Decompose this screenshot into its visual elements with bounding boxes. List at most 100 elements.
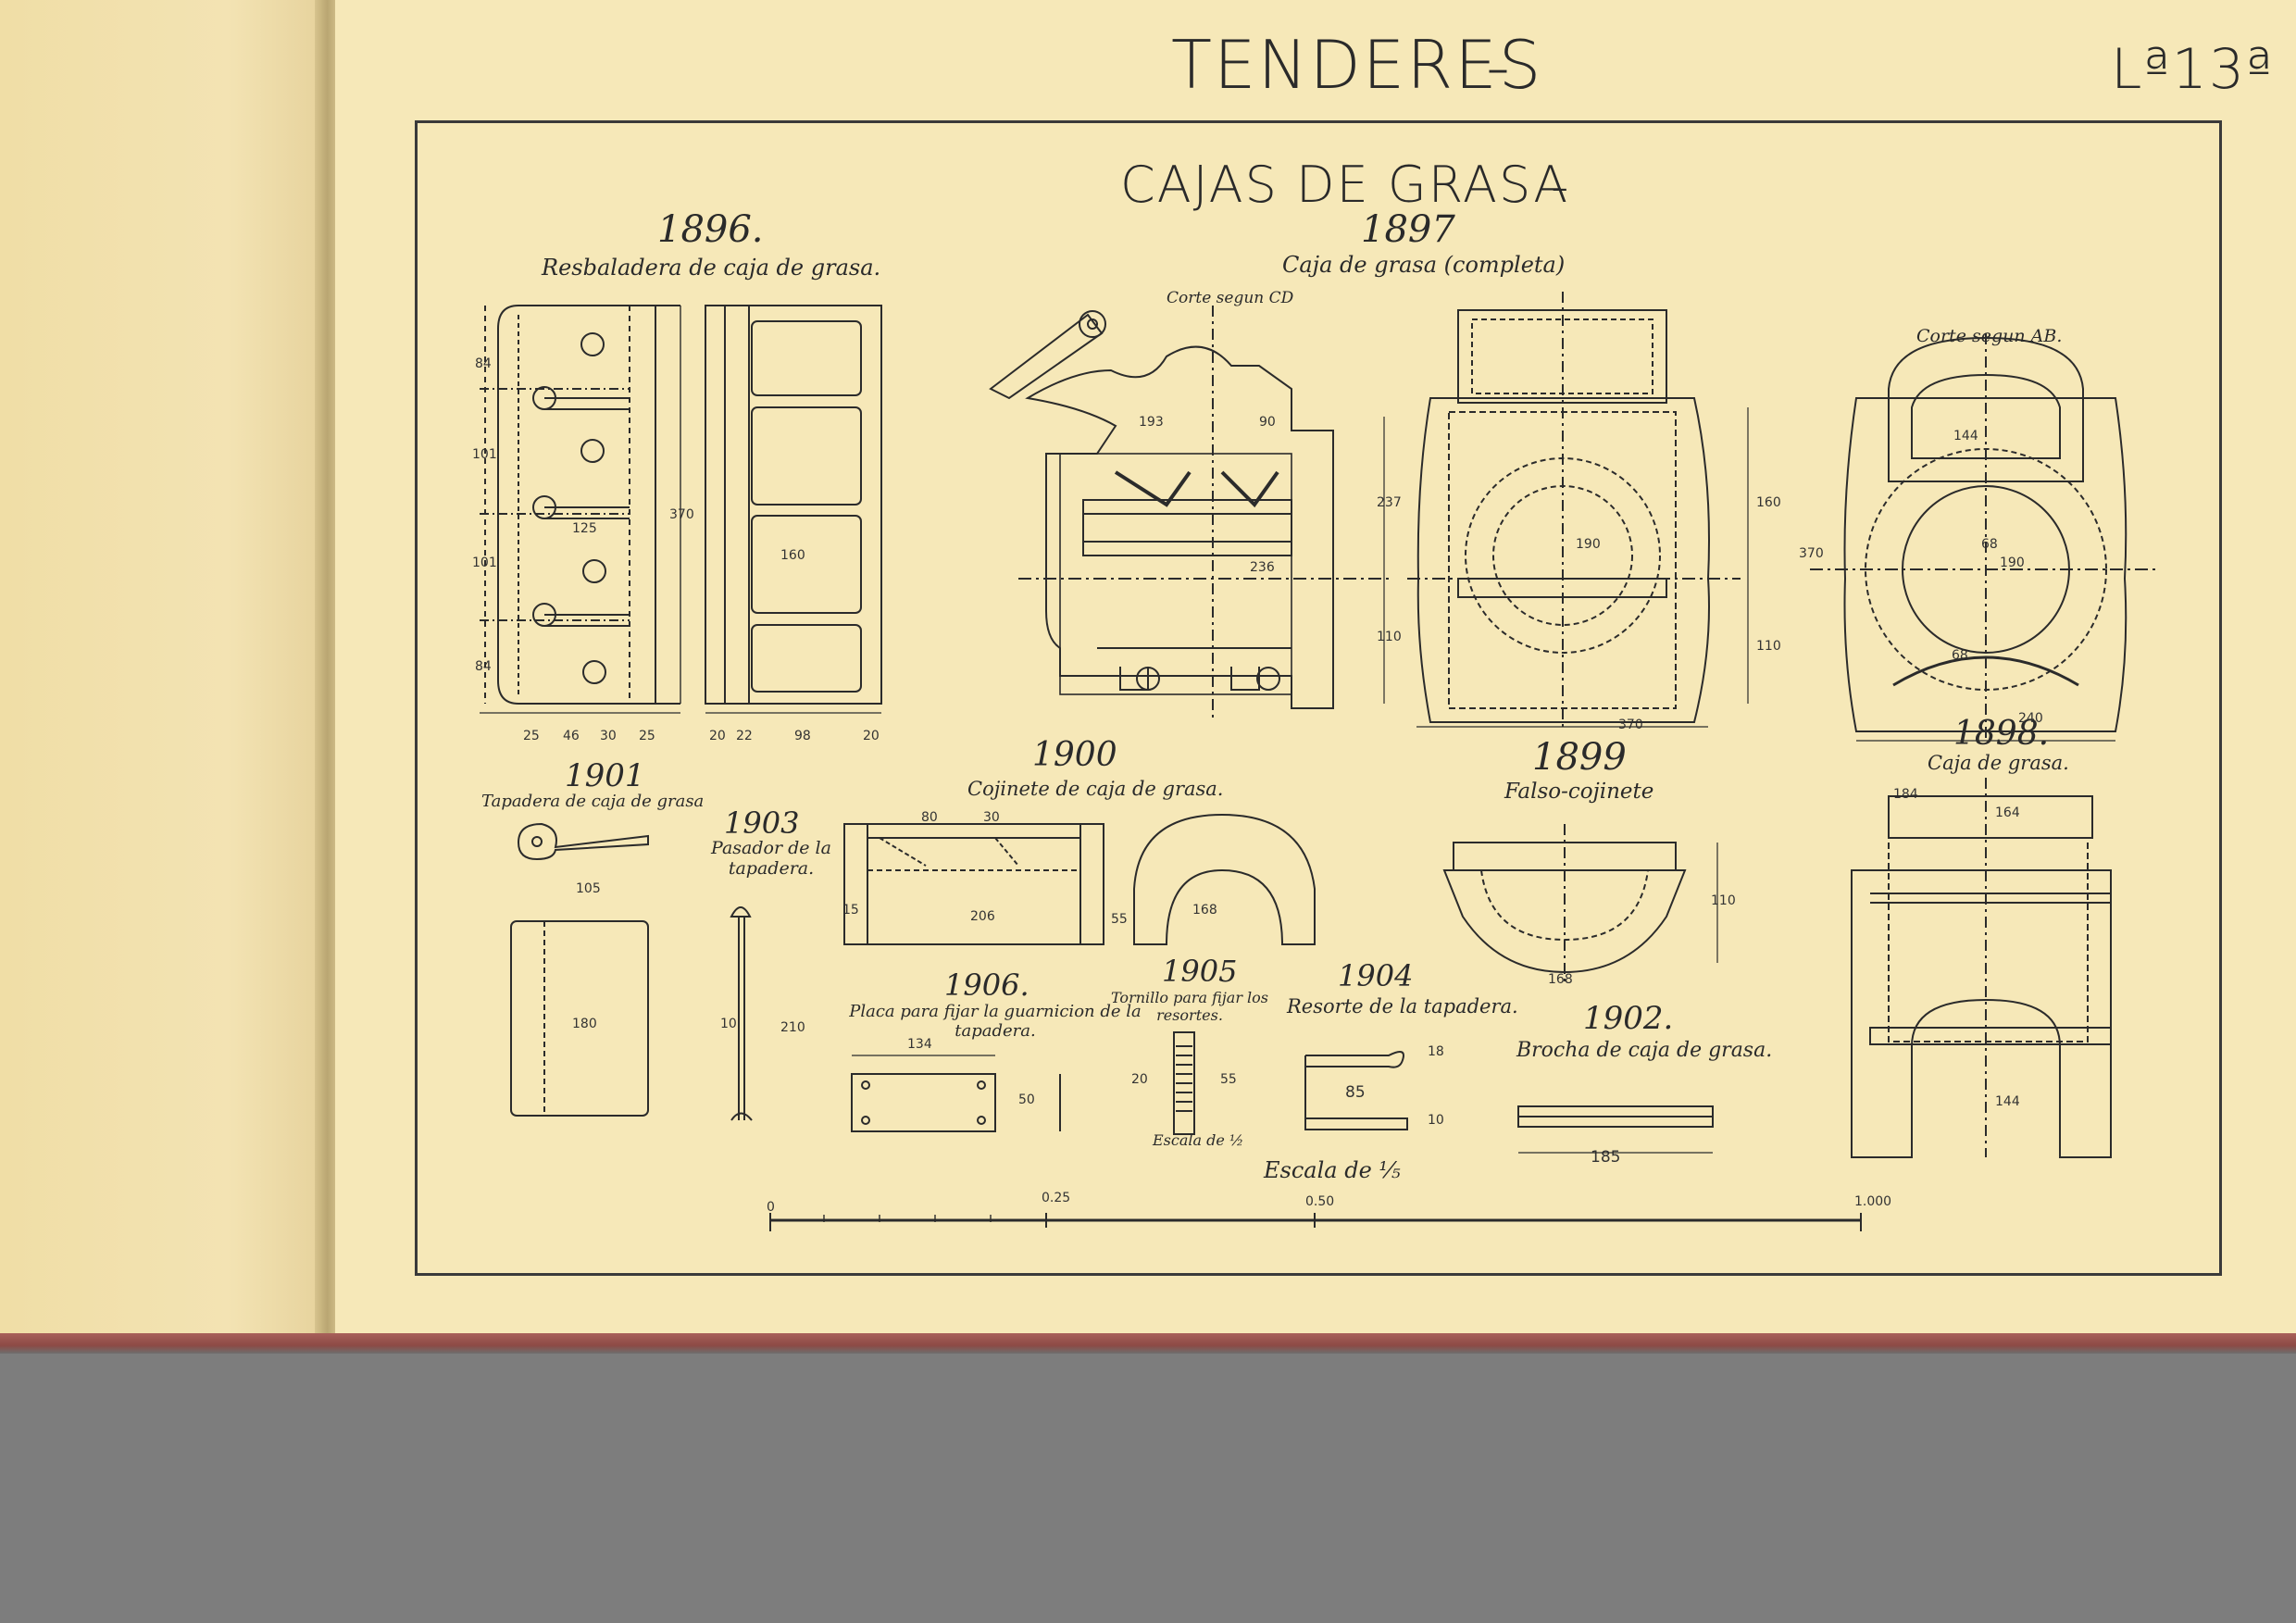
dim-80: 80 — [921, 810, 938, 825]
dim-125: 125 — [572, 521, 597, 536]
fig-1898-caption: Caja de grasa. — [1928, 752, 2069, 774]
fig-1900-bearing — [843, 813, 1316, 945]
dim-370-section: 370 — [1799, 546, 1824, 561]
fig-1902-number: 1902. — [1583, 1000, 1674, 1037]
dim-18: 18 — [1428, 1044, 1444, 1059]
fig-1904-number: 1904 — [1338, 958, 1414, 993]
scale-half-label: Escala de ½ — [1153, 1131, 1244, 1149]
fig-1902-brush — [1517, 1105, 1714, 1154]
dim-236: 236 — [1250, 560, 1275, 575]
dim-237: 237 — [1377, 495, 1402, 510]
dim-25-a: 25 — [523, 729, 540, 743]
dim-193: 193 — [1139, 415, 1164, 430]
fig-1898-number: 1898. — [1953, 715, 2050, 753]
dim-85: 85 — [1345, 1083, 1366, 1102]
fig-1904-caption: Resorte de la tapadera. — [1287, 995, 1518, 1017]
title-dash: - — [1486, 28, 1512, 106]
fig-1901-cover — [510, 822, 649, 1117]
dim-164: 164 — [1995, 805, 2020, 820]
scale-tick-050: 0.50 — [1305, 1194, 1335, 1209]
book-spread — [0, 0, 2296, 1354]
scale-tick-025: 0.25 — [1042, 1191, 1071, 1205]
fig-1897-caption: Caja de grasa (completa) — [1282, 252, 1566, 278]
dim-20-b: 20 — [863, 729, 880, 743]
dim-105: 105 — [576, 881, 601, 896]
dim-144-section: 144 — [1953, 429, 1978, 443]
dim-110-1897-right: 110 — [1756, 639, 1781, 654]
dim-20-a: 20 — [709, 729, 726, 743]
dim-168-1899: 168 — [1548, 972, 1573, 987]
dim-134: 134 — [907, 1037, 932, 1052]
dim-50: 50 — [1018, 1092, 1035, 1107]
dim-370-1896: 370 — [669, 507, 694, 522]
fig-1902-caption: Brocha de caja de grasa. — [1516, 1039, 1773, 1062]
dim-98: 98 — [794, 729, 811, 743]
fig-1898-grease-box — [1851, 778, 2112, 1158]
dim-84-top: 84 — [475, 356, 492, 371]
fig-1899-number: 1899 — [1532, 736, 1627, 779]
scale-tick-0: 0 — [767, 1200, 775, 1215]
dim-22: 22 — [736, 729, 753, 743]
fig-1896-number: 1896. — [657, 208, 764, 251]
fig-1906-plate — [851, 1055, 1061, 1132]
dim-46: 46 — [563, 729, 580, 743]
drawing-frame — [415, 120, 2222, 1276]
dim-10-spring: 10 — [1428, 1113, 1444, 1128]
fig-1900-caption: Cojinete de caja de grasa. — [967, 778, 1224, 800]
dim-55: 55 — [1111, 912, 1128, 927]
fig-1896-side-view — [480, 305, 882, 714]
scale-bar-caption: Escala de ⅕ — [1264, 1157, 1401, 1183]
fig-1900-number: 1900 — [1032, 736, 1117, 774]
sheet-title-dash: - — [1551, 157, 1571, 216]
dim-210: 210 — [780, 1020, 805, 1035]
dim-168-1900: 168 — [1192, 903, 1217, 918]
dim-160-1897: 160 — [1756, 495, 1781, 510]
fig-1901-caption: Tapadera de caja de grasa — [481, 792, 705, 811]
dim-240: 240 — [2018, 711, 2043, 726]
fig-1897-side-section — [989, 306, 1389, 722]
scale-tick-1000: 1.000 — [1854, 1194, 1892, 1209]
dim-144-1898: 144 — [1995, 1094, 2020, 1109]
fig-1904-spring — [1304, 1051, 1408, 1130]
fig-1903-number: 1903 — [724, 805, 800, 841]
dim-55-screw: 55 — [1220, 1072, 1237, 1087]
fig-1903-pin — [730, 906, 753, 1121]
dim-30-1900: 30 — [983, 810, 1000, 825]
dim-110-1897-left: 110 — [1377, 630, 1402, 644]
dim-206: 206 — [970, 909, 995, 924]
fig-1897-section-ab — [1810, 333, 2157, 742]
fig-1906-caption: Placa para fijar la guarnicion de la tap… — [849, 1002, 1142, 1041]
fig-1905-screw — [1173, 1031, 1195, 1135]
dim-20-screw: 20 — [1131, 1072, 1148, 1087]
dim-15: 15 — [842, 903, 859, 918]
cover-edge — [0, 1333, 2296, 1354]
left-page — [0, 0, 326, 1338]
dim-160-1896: 160 — [780, 548, 805, 563]
fig-1896-front-view — [480, 305, 681, 705]
sheet-title: CAJAS DE GRASA — [1120, 156, 1570, 214]
fig-1905-caption: Tornillo para fijar los resortes. — [1111, 989, 1269, 1024]
dim-101-a: 101 — [472, 447, 497, 462]
fig-1905-number: 1905 — [1162, 954, 1238, 989]
dim-25-b: 25 — [639, 729, 655, 743]
fig-1897-number: 1897 — [1361, 208, 1455, 251]
dim-190-1897: 190 — [1576, 537, 1601, 552]
dim-10-pin: 10 — [720, 1017, 737, 1031]
fig-1899-false-bearing — [1442, 824, 1718, 981]
page-title: TENDERES — [1171, 26, 1543, 104]
dim-84-bottom: 84 — [475, 659, 492, 674]
dim-184: 184 — [1893, 787, 1918, 802]
fig-1901-number: 1901 — [565, 757, 645, 794]
right-page — [335, 0, 2296, 1344]
fig-1897-front-view — [1407, 292, 1749, 731]
section-cd-label: Corte segun CD — [1167, 289, 1294, 307]
dim-180: 180 — [572, 1017, 597, 1031]
fig-1906-number: 1906. — [944, 968, 1029, 1003]
dim-30: 30 — [600, 729, 617, 743]
plate-number: Lª13ª — [2111, 37, 2275, 102]
fig-1896-caption: Resbaladera de caja de grasa. — [542, 255, 881, 281]
fig-1903-caption-line1: Pasador de la tapadera. — [711, 838, 831, 879]
fig-1899-caption: Falso-cojinete — [1504, 780, 1654, 804]
scale-bar — [769, 1213, 1862, 1231]
